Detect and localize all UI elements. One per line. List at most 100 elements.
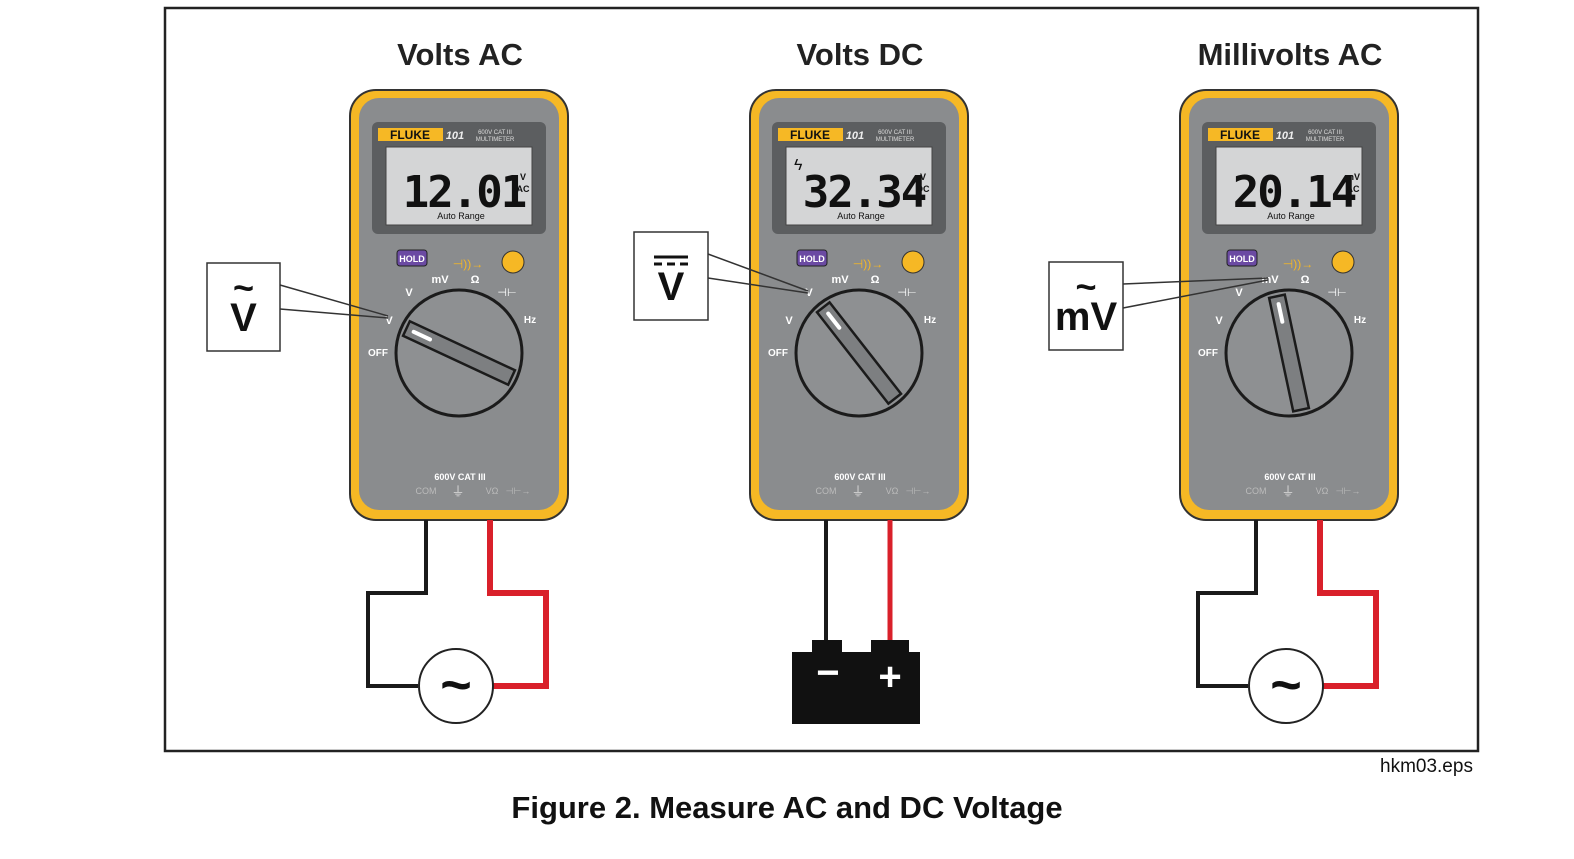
selector-symbol: mV — [1055, 295, 1118, 339]
capacitor-terminal-icon: ⊣⊢→ — [506, 486, 531, 496]
com-terminal-label: COM — [416, 486, 437, 496]
cat-rating: 600V CAT III — [1308, 130, 1342, 136]
meter-type: MULTIMETER — [876, 137, 915, 143]
continuity-icon: ⊣))→ — [453, 257, 483, 271]
continuity-icon: ⊣))→ — [1283, 257, 1313, 271]
lcd-unit: V — [520, 172, 526, 182]
lcd-reading: 32.34 — [803, 167, 926, 218]
dial-label-ohm: Ω — [871, 274, 880, 286]
brand-logo: FLUKE — [1220, 128, 1260, 142]
terminal-cat-rating: 600V CAT III — [434, 472, 485, 482]
panel-title: Volts DC — [797, 37, 924, 72]
model-number: 101 — [846, 130, 864, 142]
capacitor-icon: ⊣⊢ — [1327, 287, 1346, 299]
v-terminal-label: VΩ — [886, 486, 899, 496]
lcd-mode: AC — [1347, 184, 1360, 194]
dial-label-hz: Hz — [924, 315, 936, 326]
dial-label-off: OFF — [1198, 348, 1218, 359]
capacitor-icon: ⊣⊢ — [897, 287, 916, 299]
hold-button — [796, 249, 828, 267]
panel-title: Millivolts AC — [1198, 37, 1383, 72]
brand-strip — [778, 128, 843, 141]
com-terminal-label: COM — [1246, 486, 1267, 496]
black-test-lead — [366, 520, 428, 688]
com-terminal-label: COM — [816, 486, 837, 496]
battery-positive-terminal — [871, 640, 909, 654]
hold-label: HOLD — [1229, 254, 1255, 264]
cat-rating: 600V CAT III — [878, 130, 912, 136]
black-test-lead — [1196, 520, 1258, 688]
lcd-reading: 20.14 — [1233, 167, 1356, 218]
dial-label-off: OFF — [368, 348, 388, 359]
battery — [792, 652, 920, 724]
dial-label-ohm: Ω — [1301, 274, 1310, 286]
figure-caption: Figure 2. Measure AC and DC Voltage — [511, 790, 1063, 825]
ac-source-symbol: ~ — [440, 655, 472, 715]
callout-leader-top — [707, 253, 809, 292]
dial-label-hz: Hz — [1354, 315, 1366, 326]
lcd-screen — [1215, 146, 1363, 226]
capacitor-terminal-icon: ⊣⊢→ — [906, 486, 931, 496]
selector-callout — [633, 231, 709, 321]
figure-frame — [163, 6, 1480, 753]
selector-callout — [1048, 261, 1124, 351]
callout-leader-top — [1122, 277, 1269, 285]
cat-rating: 600V CAT III — [478, 130, 512, 136]
callout-leader-bottom — [707, 277, 809, 294]
lcd-unit: mV — [1346, 172, 1360, 182]
selector-symbol: V — [230, 296, 257, 340]
ground-icon: ⏚ — [1281, 484, 1294, 499]
hold-label: HOLD — [399, 254, 425, 264]
selector-callout — [206, 262, 281, 352]
ac-source — [418, 648, 494, 724]
function-button — [901, 250, 925, 274]
file-label: hkm03.eps — [1380, 756, 1473, 777]
selector-symbol: V — [658, 265, 685, 309]
meter-type: MULTIMETER — [1306, 137, 1345, 143]
ac-source-symbol: ~ — [1270, 655, 1302, 715]
knob-pointer — [411, 329, 432, 342]
callout-leader-top — [279, 284, 389, 317]
ac-tilde-icon: ~ — [233, 267, 254, 308]
ac-source — [1248, 648, 1324, 724]
terminal-cat-rating: 600V CAT III — [834, 472, 885, 482]
model-number: 101 — [446, 130, 464, 142]
capacitor-icon: ⊣⊢ — [497, 287, 516, 299]
knob-pointer — [1276, 302, 1285, 324]
brand-logo: FLUKE — [790, 128, 830, 142]
meter-type: MULTIMETER — [476, 137, 515, 143]
red-test-lead — [487, 520, 549, 689]
lightning-icon: ϟ — [794, 157, 803, 174]
lcd-screen — [785, 146, 933, 226]
ground-icon: ⏚ — [451, 484, 464, 499]
lcd-reading: 12.01 — [403, 167, 526, 218]
lcd-unit: V — [920, 172, 926, 182]
red-test-lead — [1317, 520, 1379, 689]
brand-logo: FLUKE — [390, 128, 430, 142]
ac-tilde-icon: ~ — [1075, 266, 1096, 307]
terminal-cat-rating: 600V CAT III — [1264, 472, 1315, 482]
lcd-mode: DC — [917, 184, 930, 194]
dial-label-vdc: V — [405, 287, 413, 299]
ground-icon: ⏚ — [851, 484, 864, 499]
dial-label-vdc: V — [805, 287, 813, 299]
knob-pointer — [826, 311, 842, 330]
dial-label-vac: V — [1215, 315, 1223, 327]
callout-leader-bottom — [279, 308, 389, 319]
brand-strip — [378, 128, 443, 141]
model-number: 101 — [1276, 130, 1294, 142]
brand-strip — [1208, 128, 1273, 141]
v-terminal-label: VΩ — [486, 486, 499, 496]
battery-negative-terminal — [812, 640, 842, 654]
dial-label-hz: Hz — [524, 315, 536, 326]
knob-grip — [1267, 293, 1311, 413]
v-terminal-label: VΩ — [1316, 486, 1329, 496]
lcd-auto-range: Auto Range — [837, 211, 885, 221]
function-button — [1331, 250, 1355, 274]
dial-label-ohm: Ω — [471, 274, 480, 286]
dial-label-off: OFF — [768, 348, 788, 359]
knob-grip — [401, 319, 517, 387]
